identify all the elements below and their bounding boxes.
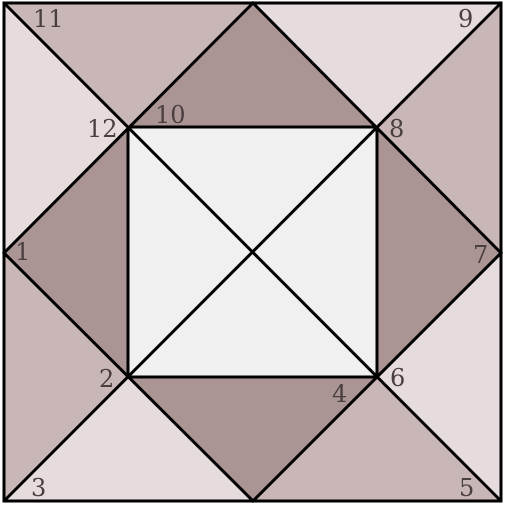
corner-bottom-right-right-triangle (377, 253, 501, 501)
corner-top-left-top-triangle (4, 3, 253, 127)
vertex-label-1: 1 (15, 238, 30, 266)
vertex-label-9: 9 (458, 5, 473, 33)
corner-bottom-left-left-triangle (4, 253, 128, 501)
dark-triangle-right (377, 127, 501, 377)
corner-top-right-right-triangle (377, 3, 501, 253)
dark-triangle-bottom (128, 377, 377, 501)
corner-top-left-left-triangle (4, 3, 128, 253)
vertex-label-6: 6 (390, 364, 405, 392)
vertex-label-11: 11 (33, 5, 64, 33)
vertex-label-10: 10 (155, 101, 186, 129)
dark-triangle-top (128, 3, 377, 127)
dark-triangle-left (4, 127, 128, 377)
vertex-label-5: 5 (459, 474, 474, 502)
center-square-border (126, 125, 379, 379)
vertex-label-12: 12 (87, 115, 118, 143)
vertex-label-8: 8 (389, 115, 404, 143)
vertex-label-4: 4 (332, 380, 347, 408)
corner-bottom-left-bottom-triangle (4, 377, 253, 501)
vertex-label-7: 7 (473, 241, 488, 269)
corner-bottom-right-bottom-triangle (253, 377, 501, 501)
vertex-label-2: 2 (99, 365, 114, 393)
corner-top-right-top-triangle (253, 3, 501, 127)
vertex-label-3: 3 (31, 474, 46, 502)
